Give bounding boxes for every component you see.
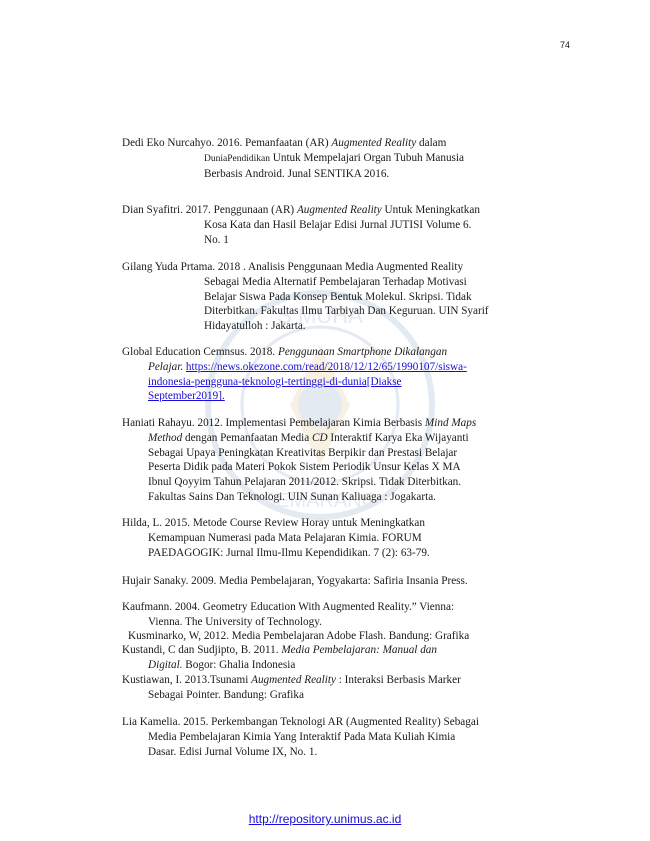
reference-global: Global Education Cemnsus. 2018. Pengguna… bbox=[122, 346, 467, 403]
page-number: 74 bbox=[560, 40, 571, 50]
okezone-link[interactable]: https://news.okezone.com/read/2018/12/12… bbox=[185, 360, 467, 373]
reference-dedi: Dedi Eko Nurcahyo. 2016. Pemanfaatan (AR… bbox=[122, 137, 464, 180]
repository-link[interactable]: http://repository.unimus.ac.id bbox=[248, 812, 402, 826]
reference-hujair: Hujair Sanaky. 2009. Media Pembelajaran,… bbox=[122, 575, 468, 587]
footer: http://repository.unimus.ac.id bbox=[0, 812, 650, 826]
svg-text:SEMARANG: SEMARANG bbox=[263, 490, 377, 512]
reference-hilda: Hilda, L. 2015. Metode Course Review Hor… bbox=[122, 517, 430, 559]
reference-gilang: Gilang Yuda Prtama. 2018 . Analisis Peng… bbox=[122, 261, 489, 333]
reference-kustiawan: Kustiawan, I. 2013.Tsunami Augmented Rea… bbox=[122, 674, 461, 701]
svg-text:S MUHA: S MUHA bbox=[277, 303, 363, 328]
reference-kusminarko: Kusminarko, W, 2012. Media Pembelajaran … bbox=[128, 630, 470, 642]
reference-lia: Lia Kamelia. 2015. Perkembangan Teknolog… bbox=[122, 716, 479, 758]
okezone-link-continued[interactable]: indonesia-pengguna-teknologi-tertinggi-d… bbox=[148, 375, 367, 388]
reference-dian: Dian Syafitri. 2017. Penggunaan (AR) Aug… bbox=[122, 204, 480, 246]
reference-haniati: Haniati Rahayu. 2012. Implementasi Pembe… bbox=[122, 417, 477, 503]
reference-kustandi: Kustandi, C dan Sudjipto, B. 2011. Media… bbox=[122, 644, 437, 671]
reference-kaufmann: Kaufmann. 2004. Geometry Education With … bbox=[122, 601, 455, 628]
university-seal-watermark: S MUHA SEMARANG bbox=[205, 290, 435, 520]
